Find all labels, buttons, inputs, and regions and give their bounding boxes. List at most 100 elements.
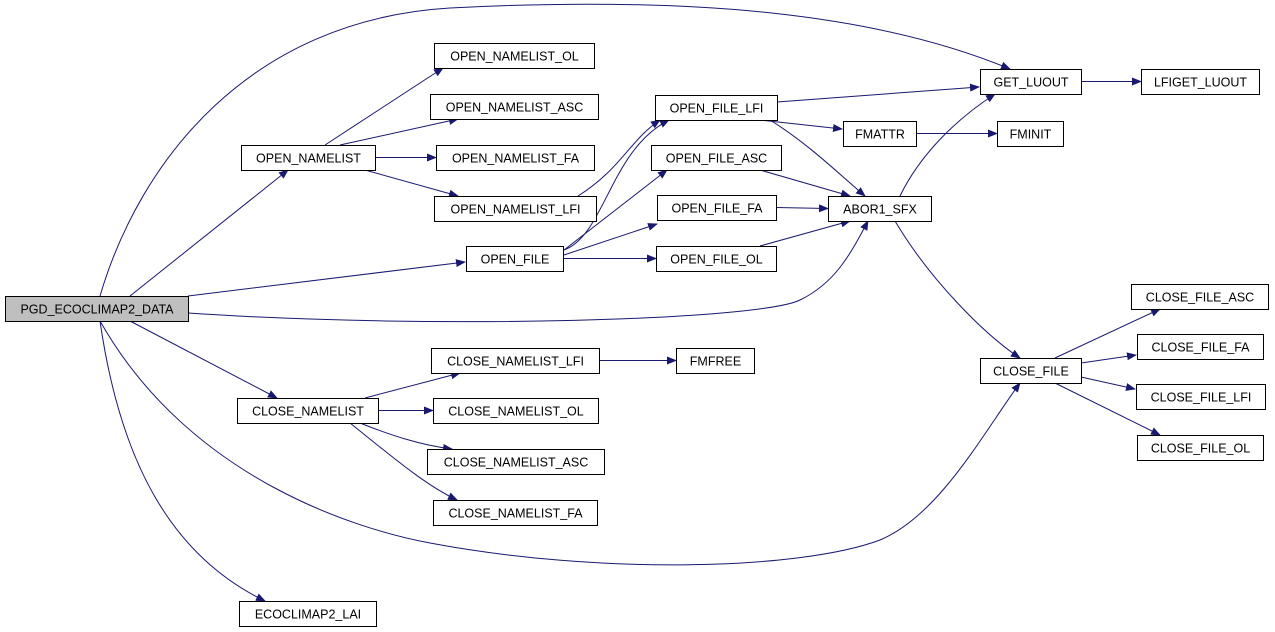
node-box[interactable] — [434, 196, 597, 222]
node-close-namelist-fa[interactable]: CLOSE_NAMELIST_FA — [433, 500, 598, 526]
node-abor1-sfx[interactable]: ABOR1_SFX — [828, 196, 932, 222]
node-box[interactable] — [1141, 69, 1260, 95]
edge-open-file-to-open-file-asc — [563, 169, 668, 251]
edge-line — [129, 320, 278, 399]
node-label: CLOSE_FILE — [993, 365, 1069, 379]
edge-line — [99, 320, 1021, 566]
node-label: CLOSE_FILE_LFI — [1151, 391, 1252, 405]
edge-pgd-to-ecoclimap2-lai — [99, 320, 266, 602]
node-box[interactable] — [997, 121, 1064, 147]
node-box[interactable] — [828, 196, 932, 222]
node-open-file-fa[interactable]: OPEN_FILE_FA — [657, 195, 777, 221]
node-open-file-lfi[interactable]: OPEN_FILE_LFI — [655, 95, 778, 121]
edge-line — [1080, 376, 1136, 391]
node-box[interactable] — [466, 246, 564, 272]
node-label: CLOSE_NAMELIST_OL — [448, 405, 584, 419]
node-fminit[interactable]: FMINIT — [997, 121, 1064, 147]
node-close-file[interactable]: CLOSE_FILE — [980, 358, 1082, 384]
node-label: OPEN_NAMELIST_OL — [450, 50, 579, 64]
edge-line — [563, 119, 670, 251]
node-label: CLOSE_NAMELIST_ASC — [444, 456, 589, 470]
edge-pgd-to-abor1-sfx — [187, 220, 869, 323]
node-box[interactable] — [5, 296, 189, 322]
node-box[interactable] — [655, 95, 778, 121]
node-box[interactable] — [241, 145, 376, 171]
edge-open-file-to-open-file-lfi — [563, 119, 670, 251]
node-open-namelist-ol[interactable]: OPEN_NAMELIST_OL — [434, 43, 595, 69]
node-box[interactable] — [436, 145, 595, 171]
node-box[interactable] — [1136, 384, 1266, 410]
node-close-namelist-ol[interactable]: CLOSE_NAMELIST_OL — [433, 398, 599, 424]
node-label: CLOSE_NAMELIST_FA — [448, 507, 583, 521]
node-close-file-lfi[interactable]: CLOSE_FILE_LFI — [1136, 384, 1266, 410]
node-pgd[interactable]: PGD_ECOCLIMAP2_DATA — [5, 296, 189, 322]
node-box[interactable] — [657, 195, 777, 221]
node-box[interactable] — [656, 246, 777, 272]
edge-line — [187, 220, 869, 323]
node-box[interactable] — [239, 601, 377, 627]
node-lfiget-luout[interactable]: LFIGET_LUOUT — [1141, 69, 1260, 95]
edge-line — [775, 204, 829, 213]
node-label: OPEN_NAMELIST — [256, 152, 361, 166]
edge-line — [776, 83, 980, 103]
node-box[interactable] — [1131, 284, 1269, 310]
edge-close-file-to-close-file-fa — [1080, 352, 1137, 364]
node-box[interactable] — [651, 145, 782, 171]
node-label: OPEN_FILE_OL — [670, 253, 762, 267]
node-box[interactable] — [433, 500, 598, 526]
node-fmattr[interactable]: FMATTR — [843, 121, 917, 147]
edge-line — [759, 219, 851, 247]
edge-abor1-sfx-to-close-file — [894, 220, 1021, 359]
edge-close-file-to-close-file-asc — [1054, 308, 1161, 359]
node-box[interactable] — [434, 43, 595, 69]
node-box[interactable] — [427, 449, 605, 475]
node-box[interactable] — [433, 398, 599, 424]
node-box[interactable] — [676, 348, 755, 374]
edge-open-namelist-to-open-namelist-asc — [339, 117, 459, 146]
node-box[interactable] — [237, 398, 379, 424]
node-fmfree[interactable]: FMFREE — [676, 348, 755, 374]
node-box[interactable] — [1137, 334, 1264, 360]
edge-line — [359, 422, 453, 452]
node-box[interactable] — [980, 358, 1082, 384]
node-box[interactable] — [843, 121, 917, 147]
node-label: GET_LUOUT — [993, 76, 1068, 90]
node-box[interactable] — [430, 94, 599, 120]
node-box[interactable] — [431, 348, 600, 374]
node-close-file-fa[interactable]: CLOSE_FILE_FA — [1137, 334, 1264, 360]
edge-line — [187, 259, 466, 297]
edge-line — [339, 117, 459, 146]
node-box[interactable] — [980, 69, 1082, 95]
node-box[interactable] — [1137, 435, 1264, 461]
edge-pgd-to-close-file — [99, 320, 1021, 566]
node-open-namelist-asc[interactable]: OPEN_NAMELIST_ASC — [430, 94, 599, 120]
edge-line — [899, 93, 996, 197]
node-close-namelist-asc[interactable]: CLOSE_NAMELIST_ASC — [427, 449, 605, 475]
node-open-namelist[interactable]: OPEN_NAMELIST — [241, 145, 376, 171]
node-close-namelist[interactable]: CLOSE_NAMELIST — [237, 398, 379, 424]
node-open-file-ol[interactable]: OPEN_FILE_OL — [656, 246, 777, 272]
nodes-layer: PGD_ECOCLIMAP2_DATA OPEN_NAMELIST OPEN_NAM… — [5, 43, 1269, 627]
node-close-file-asc[interactable]: CLOSE_FILE_ASC — [1131, 284, 1269, 310]
edge-line — [563, 223, 658, 256]
edge-line — [99, 320, 266, 602]
edge-pgd-to-open-namelist — [129, 169, 289, 297]
edge-close-file-to-close-file-lfi — [1080, 376, 1136, 391]
node-ecoclimap2-lai[interactable]: ECOCLIMAP2_LAI — [239, 601, 377, 627]
node-get-luout[interactable]: GET_LUOUT — [980, 69, 1082, 95]
edge-line — [324, 67, 444, 146]
edge-line — [364, 371, 461, 399]
node-open-namelist-lfi[interactable]: OPEN_NAMELIST_LFI — [434, 196, 597, 222]
edge-open-file-ol-to-abor1-sfx — [759, 219, 851, 247]
edge-open-file-asc-to-abor1-sfx — [759, 169, 851, 198]
node-open-file-asc[interactable]: OPEN_FILE_ASC — [651, 145, 782, 171]
node-label: CLOSE_NAMELIST_LFI — [447, 355, 584, 369]
node-open-file[interactable]: OPEN_FILE — [466, 246, 564, 272]
edge-line — [759, 169, 851, 198]
node-close-file-ol[interactable]: CLOSE_FILE_OL — [1137, 435, 1264, 461]
node-open-namelist-fa[interactable]: OPEN_NAMELIST_FA — [436, 145, 595, 171]
node-label: OPEN_FILE_ASC — [666, 152, 767, 166]
edge-abor1-sfx-to-get-luout — [899, 93, 996, 197]
node-close-namelist-lfi[interactable]: CLOSE_NAMELIST_LFI — [431, 348, 600, 374]
